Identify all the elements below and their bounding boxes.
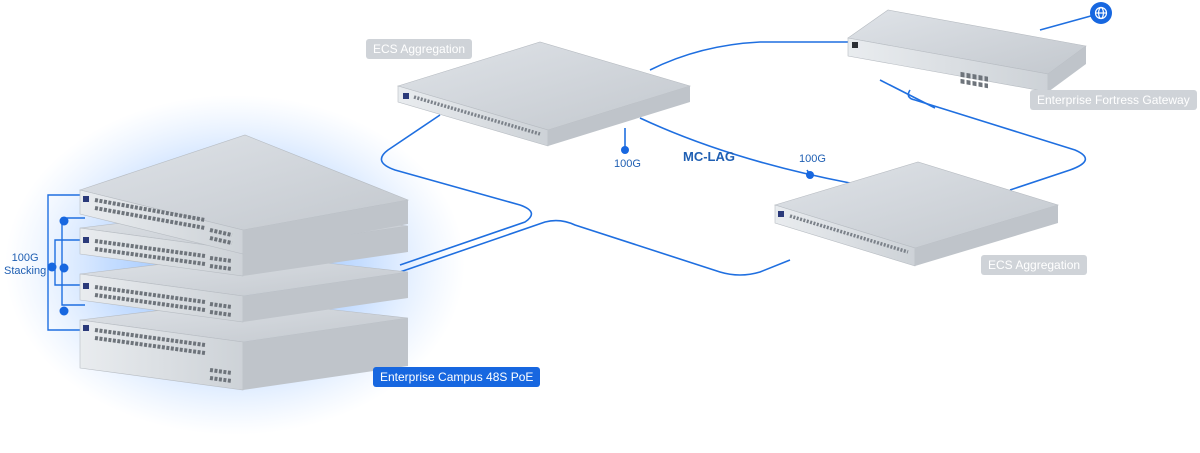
label-stacking-line1: 100G bbox=[11, 252, 39, 264]
globe-icon bbox=[1094, 6, 1108, 20]
label-gateway: Enterprise Fortress Gateway bbox=[1030, 90, 1197, 110]
link-badges bbox=[47, 146, 814, 316]
ecs-aggregation-right-device bbox=[773, 161, 1060, 267]
label-mc-lag: MC-LAG bbox=[683, 149, 735, 164]
link-mc-lag bbox=[639, 117, 851, 184]
link-gateway-internet bbox=[1039, 13, 1099, 31]
ecs-aggregation-top-device bbox=[396, 41, 692, 147]
label-stacking-line2: Stacking bbox=[4, 265, 47, 277]
internet-node bbox=[1090, 2, 1112, 24]
label-ecs-aggregation-right: ECS Aggregation bbox=[981, 255, 1088, 275]
link-ecs-right-campus bbox=[399, 219, 791, 276]
campus-switch-1 bbox=[78, 134, 410, 255]
link-gateway-ecs-right bbox=[907, 89, 1087, 191]
label-speed-left: 100G bbox=[614, 158, 641, 170]
link-ecs-top-campus bbox=[380, 114, 533, 266]
label-stacking: 100G Stacking bbox=[4, 252, 46, 278]
links bbox=[380, 13, 1099, 276]
stacking-links bbox=[47, 194, 85, 331]
gateway-device bbox=[847, 9, 1087, 93]
label-campus: Enterprise Campus 48S PoE bbox=[373, 367, 541, 387]
label-ecs-aggregation-top: ECS Aggregation bbox=[366, 39, 473, 59]
link-ecs-top-gateway bbox=[649, 41, 850, 71]
campus-switch-stack bbox=[78, 134, 410, 391]
label-speed-right: 100G bbox=[799, 153, 826, 165]
